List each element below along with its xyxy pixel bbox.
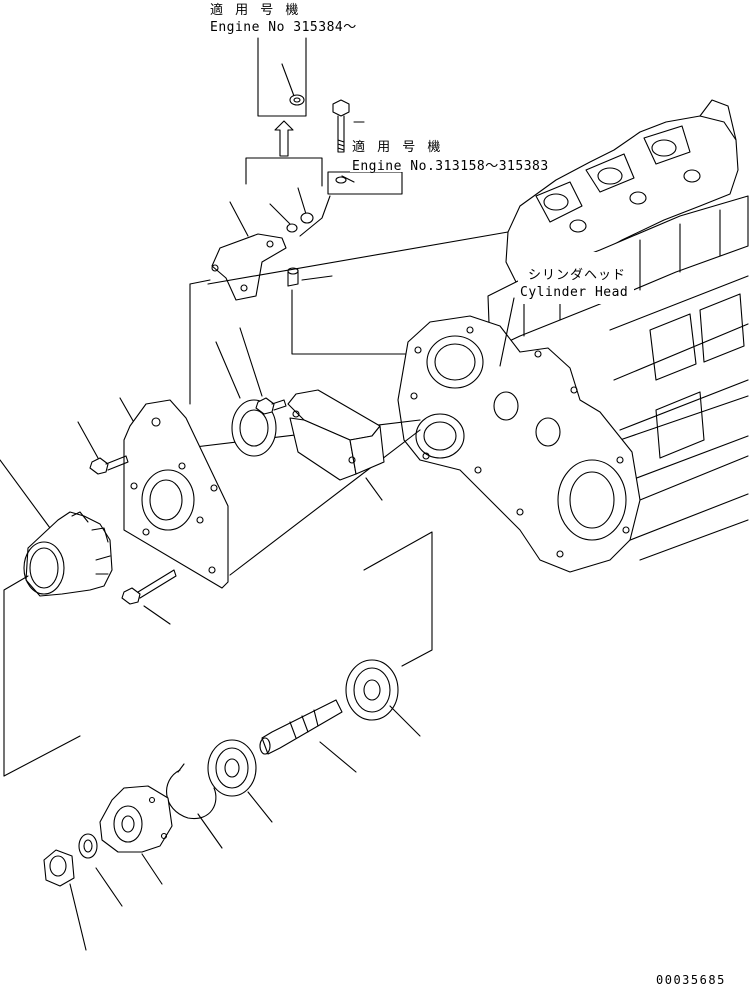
cylinder-head-label-en: Cylinder Head [520, 285, 629, 300]
top-callout-nut [289, 94, 305, 106]
top-engine-range: Engine No 315384～ [210, 20, 357, 35]
spacer-collar [287, 267, 333, 287]
adapter-plate [119, 397, 229, 589]
middle-applicable-label: 適 用 号 機 [352, 140, 445, 155]
top-applicable-label: 適 用 号 機 [210, 3, 303, 18]
drawing-number: 00035685 [656, 973, 726, 987]
bearing-right [345, 659, 421, 737]
pump-cover [99, 785, 173, 885]
snap-ring [166, 763, 223, 849]
washer [78, 833, 123, 907]
short-bolt-upper [239, 327, 287, 415]
cylinder-head-label-box [499, 252, 634, 367]
drive-housing [0, 459, 113, 597]
mounting-bracket [211, 201, 287, 301]
end-nut [43, 849, 87, 951]
cylinder-head-label-jp: シリンダヘッド [528, 268, 627, 283]
middle-engine-range: Engine No.313158～315383 [352, 159, 549, 174]
bracket-nuts [269, 187, 314, 233]
bearing-left [207, 739, 273, 823]
long-bolt [332, 99, 365, 184]
long-bolt-lower [121, 569, 177, 625]
short-bolt-left [77, 421, 129, 475]
hollow-up-arrow [274, 120, 294, 157]
support-bracket [287, 389, 385, 501]
top-callout-box [257, 37, 307, 117]
drive-shaft [259, 699, 357, 773]
